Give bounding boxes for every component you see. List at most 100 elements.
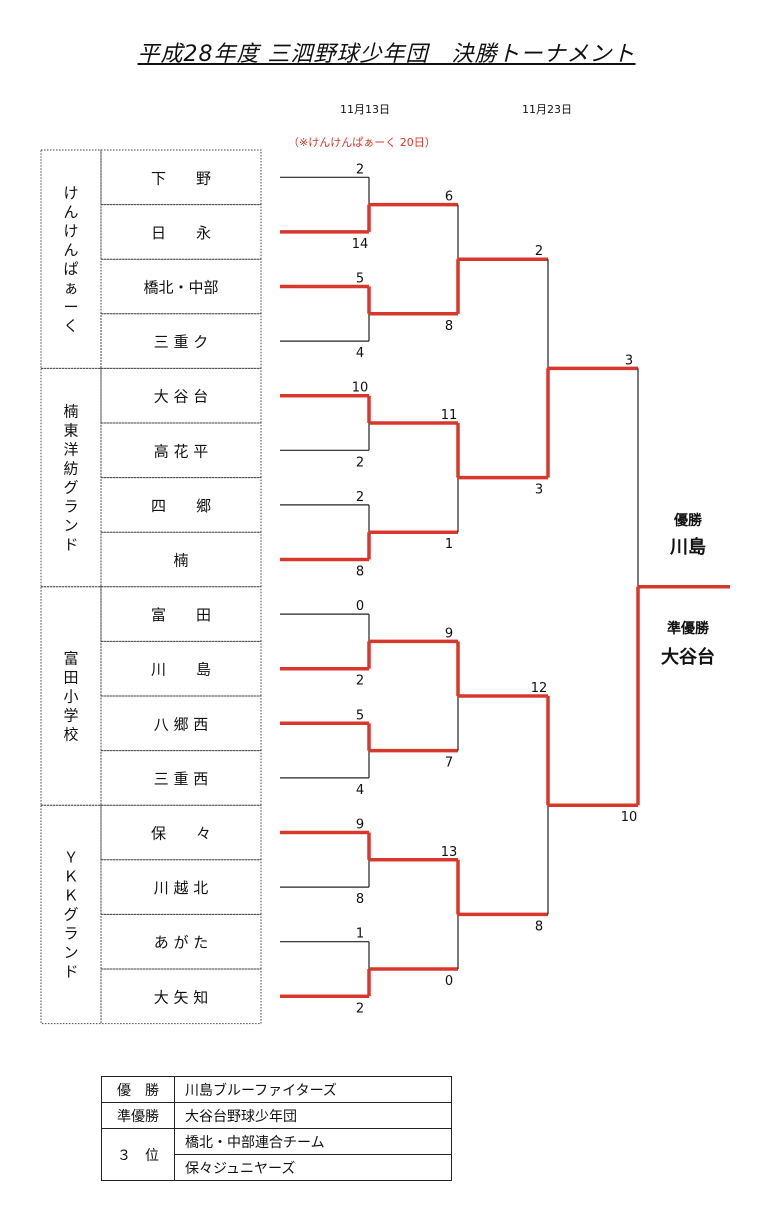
- score-label: 2: [356, 674, 364, 689]
- score-label: 9: [356, 818, 364, 833]
- score-label: 2: [535, 244, 543, 259]
- team-cell: [100, 968, 262, 1025]
- venue-char: 校: [63, 725, 78, 743]
- team-cell: [100, 640, 262, 697]
- venue-char: ん: [63, 203, 78, 221]
- score-label: 14: [352, 237, 369, 252]
- score-label: 5: [356, 708, 364, 723]
- venue-char: 学: [63, 706, 78, 724]
- team-name: 三 重 西: [154, 770, 209, 788]
- score-label: 3: [535, 483, 543, 498]
- team-name: 三 重 ク: [154, 333, 209, 351]
- venue-char: ド: [63, 535, 78, 553]
- result-value: 保々ジュニヤーズ: [174, 1154, 452, 1181]
- result-value: 橋北・中部連合チーム: [174, 1128, 452, 1155]
- score-label: 2: [356, 1001, 364, 1016]
- team-cell: [100, 204, 262, 260]
- score-label: 8: [356, 892, 364, 907]
- team-cell: [100, 367, 262, 424]
- champion-label: 優勝: [674, 513, 702, 529]
- team-cell: [100, 422, 262, 479]
- score-label: 8: [445, 319, 453, 334]
- venue-char: グ: [63, 478, 78, 496]
- team-name: 四 郷: [151, 497, 211, 515]
- score-label: 12: [531, 681, 548, 696]
- venue-char: ン: [63, 944, 78, 962]
- venue-char: ラ: [63, 925, 78, 943]
- team-cell: [100, 750, 262, 806]
- score-label: 2: [356, 490, 364, 505]
- team-name: 保 々: [151, 825, 211, 843]
- venue-char: Ｙ: [63, 849, 78, 867]
- results-table: 優 勝 川島ブルーファイターズ 準優勝 大谷台野球少年団 ３ 位 橋北・中部連合…: [101, 1076, 452, 1181]
- venue-char: 小: [63, 687, 78, 705]
- round1-date: 11月13日: [340, 103, 390, 116]
- team-cell: [100, 258, 262, 315]
- score-label: 10: [621, 810, 638, 825]
- score-label: 4: [356, 346, 364, 361]
- venue-char: ド: [63, 963, 78, 981]
- score-label: 9: [445, 626, 453, 641]
- score-label: 4: [356, 783, 364, 798]
- team-cell: [100, 313, 262, 369]
- venue-char: 田: [63, 668, 78, 686]
- venue-char: 東: [63, 421, 78, 439]
- team-name: 楠: [173, 552, 188, 570]
- team-name: 川 島: [151, 661, 211, 679]
- score-label: 8: [356, 565, 364, 580]
- score-label: 8: [535, 919, 543, 934]
- result-label: 優 勝: [101, 1076, 175, 1103]
- team-cell: [100, 531, 262, 588]
- team-name: 川 越 北: [154, 879, 209, 897]
- team-name: 大 谷 台: [154, 388, 209, 406]
- result-value: 大谷台野球少年団: [174, 1102, 452, 1129]
- score-label: 1: [445, 537, 453, 552]
- venue-char: Ｋ: [63, 868, 78, 886]
- round3-date: 11月23日: [522, 103, 572, 116]
- venue-char: 紡: [63, 459, 78, 477]
- venue-char: ぁ: [63, 279, 78, 297]
- venue-char: ー: [63, 298, 78, 316]
- team-cell: [100, 804, 262, 861]
- venue-char: ラ: [63, 497, 78, 515]
- table-row: 準優勝 大谷台野球少年団: [101, 1102, 452, 1129]
- venue-char: け: [63, 184, 78, 202]
- schedule-note: （※けんけんぱぁーく 20日）: [288, 136, 436, 149]
- runner-up-team: 大谷台: [661, 647, 715, 668]
- score-label: 7: [445, 756, 453, 771]
- team-name: あ が た: [154, 934, 209, 952]
- table-row: ３ 位 橋北・中部連合チーム: [101, 1128, 452, 1181]
- score-label: 2: [356, 162, 364, 177]
- team-cell: [100, 913, 262, 970]
- score-label: 11: [441, 408, 458, 423]
- score-label: 5: [356, 272, 364, 287]
- score-label: 3: [625, 353, 633, 368]
- champion-team: 川島: [670, 537, 706, 558]
- venue-char: ん: [63, 241, 78, 259]
- venue-char: ぱ: [63, 260, 78, 278]
- score-label: 0: [445, 974, 453, 989]
- team-name: 橋北・中部: [143, 279, 218, 297]
- venue-char: け: [63, 222, 78, 240]
- team-cell: [100, 149, 262, 206]
- table-row: 保々ジュニヤーズ: [102, 1154, 452, 1181]
- team-name: 八 郷 西: [154, 715, 209, 733]
- team-cell: [100, 695, 262, 752]
- score-label: 6: [445, 190, 453, 205]
- team-name: 下 野: [151, 169, 211, 187]
- runner-up-label: 準優勝: [667, 621, 709, 637]
- venue-char: く: [63, 317, 78, 335]
- team-column: 下 野日 永橋北・中部三 重 ク大 谷 台高 花 平四 郷楠富 田川 島八 郷 …: [100, 149, 262, 1025]
- score-label: 2: [356, 455, 364, 470]
- result-label: 準優勝: [101, 1102, 175, 1129]
- team-cell: [100, 477, 262, 533]
- team-cell: [100, 859, 262, 915]
- team-cell: [100, 586, 262, 642]
- score-label: 0: [356, 599, 364, 614]
- team-name: 富 田: [151, 606, 211, 624]
- result-label: ３ 位: [101, 1128, 175, 1181]
- page-title: 平成28年度 三泗野球少年団 決勝トーナメント: [137, 42, 636, 67]
